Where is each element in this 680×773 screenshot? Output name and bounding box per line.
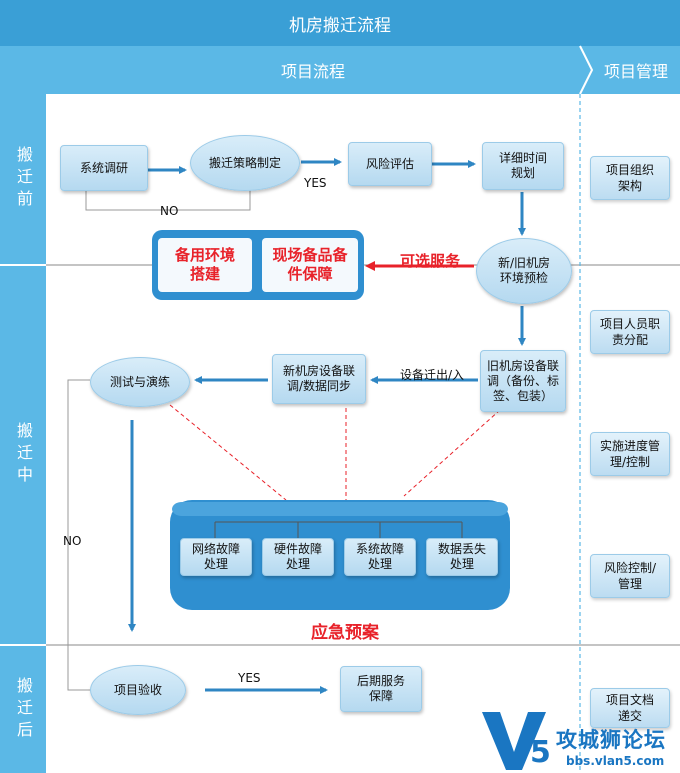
no-label-left: NO — [63, 534, 82, 548]
svg-text:5: 5 — [530, 735, 551, 770]
mgmt-roles: 项目人员职责分配 — [590, 310, 670, 354]
emergency-system: 系统故障处理 — [344, 538, 416, 576]
emergency-network: 网络故障处理 — [180, 538, 252, 576]
yes-label-top: YES — [304, 176, 327, 190]
dash-test-emergency — [169, 404, 287, 501]
emergency-data: 数据丢失处理 — [426, 538, 498, 576]
risk-eval-node: 风险评估 — [348, 142, 432, 186]
after-service-node: 后期服务保障 — [340, 666, 422, 712]
test-drill-node: 测试与演练 — [90, 357, 190, 407]
mgmt-schedule: 实施进度管理/控制 — [590, 432, 670, 476]
spare-parts-box: 现场备品备件保障 — [262, 238, 358, 292]
emergency-container — [170, 500, 510, 610]
mgmt-docs: 项目文档递交 — [590, 688, 670, 728]
no-loop-left — [67, 379, 90, 691]
watermark-url: bbs.vlan5.com — [566, 754, 665, 768]
phase-during-label: 搬迁中 — [0, 266, 46, 644]
old-prep-node: 旧机房设备联调（备份、标签、包装） — [480, 350, 566, 412]
header-row — [0, 46, 680, 94]
watermark-brand: 攻城狮论坛 — [556, 728, 666, 752]
survey-node: 系统调研 — [60, 145, 148, 191]
move-label: 设备迁出/入 — [400, 368, 465, 382]
no-label-top: NO — [160, 204, 179, 218]
header-chevron — [579, 45, 594, 95]
precheck-node: 新/旧机房环境预检 — [476, 238, 572, 304]
emergency-hardware: 硬件故障处理 — [262, 538, 334, 576]
mgmt-risk: 风险控制/管理 — [590, 554, 670, 598]
emergency-title: 应急预案 — [311, 623, 379, 643]
flow-header: 项目流程 — [280, 62, 345, 81]
schedule-node: 详细时间规划 — [482, 142, 564, 190]
phase-before-label: 搬迁前 — [0, 94, 46, 264]
dash-oldprep-emergency — [403, 409, 501, 497]
optional-service-label: 可选服务 — [400, 252, 461, 270]
phase-after-label: 搬迁后 — [0, 646, 46, 773]
watermark-logo: 5 — [482, 712, 551, 770]
management-header: 项目管理 — [603, 62, 668, 81]
diagram-title: 机房搬迁流程 — [0, 0, 680, 46]
yes-label-bottom: YES — [238, 671, 261, 685]
strategy-node: 搬迁策略制定 — [190, 135, 300, 191]
no-loop-top — [85, 190, 251, 211]
new-sync-node: 新机房设备联调/数据同步 — [272, 354, 366, 404]
backup-env-box: 备用环境搭建 — [158, 238, 252, 292]
mgmt-org: 项目组织架构 — [590, 156, 670, 200]
acceptance-node: 项目验收 — [90, 665, 186, 715]
